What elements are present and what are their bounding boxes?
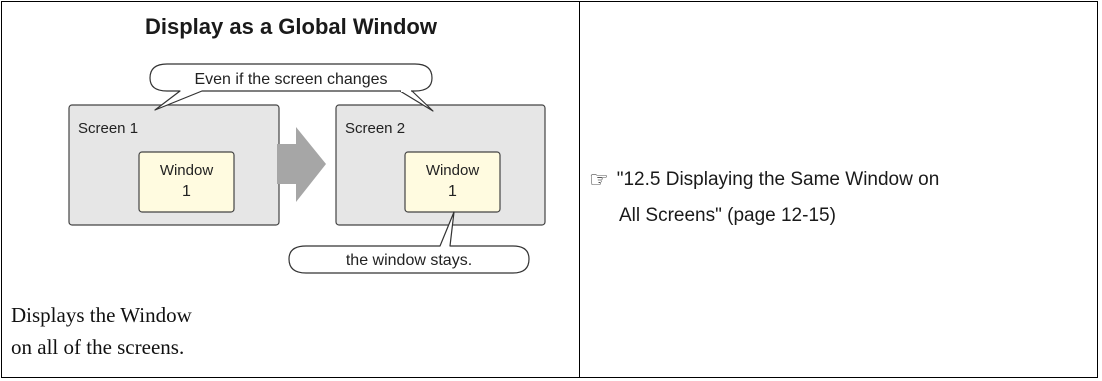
callout-bottom-bubble [288,211,530,274]
callout-top-text: Even if the screen changes [194,71,387,88]
diagram-title: Display as a Global Window [145,14,437,39]
right-arrow-icon [277,127,326,202]
reference-link[interactable]: ☞ "12.5 Displaying the Same Window on All… [589,162,939,234]
screen1-window-label-line2: 1 [182,183,191,200]
description: Displays the Window on all of the screen… [11,299,192,363]
screen2-window-box [404,151,501,213]
screen2-label: Screen 2 [345,120,405,137]
pointing-hand-icon: ☞ [589,167,609,192]
reference-line2-wrap: All Screens" (page 12-15) [589,198,939,234]
screen1-window-box [138,151,235,213]
callout-top-bubble [149,63,434,112]
callout-bottom-text: the window stays. [346,252,472,269]
diagram-cell: Display as a Global Window Screen 1 Wind… [2,2,580,377]
reference-cell: ☞ "12.5 Displaying the Same Window on All… [580,2,1097,377]
screen1-label: Screen 1 [78,120,138,137]
reference-line1[interactable]: "12.5 Displaying the Same Window on [616,169,940,190]
screen2-window-label-line2: 1 [448,183,457,200]
reference-line2[interactable]: All Screens" (page 12-15) [619,205,836,226]
screen1-window-label-line1: Window [160,162,214,179]
description-line2: on all of the screens. [11,335,185,359]
global-window-diagram: Screen 1 Window 1 Screen 2 Window 1 Even… [68,63,546,274]
screen2-window-label-line1: Window [426,162,480,179]
description-line1: Displays the Window [11,303,192,327]
